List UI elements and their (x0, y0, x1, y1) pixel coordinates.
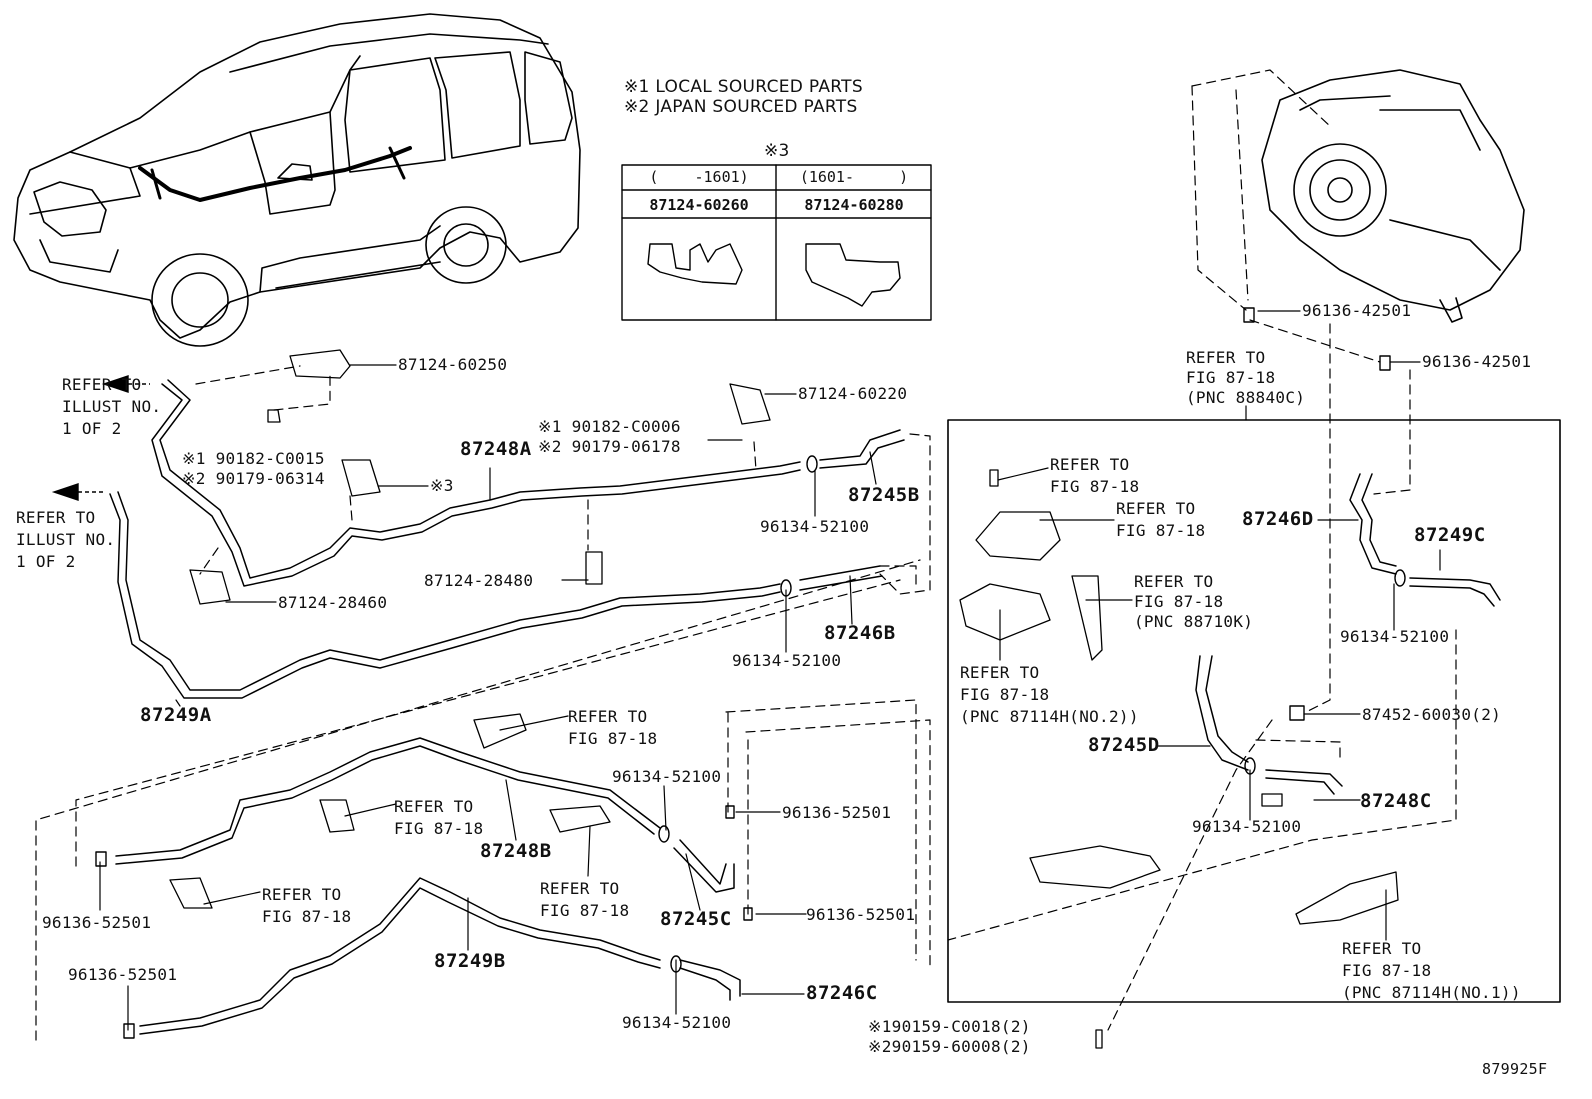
part-label-90182-c0015: ※1 90182-C0015 (182, 449, 325, 468)
part-label-87249a: 87249A (140, 704, 212, 726)
refer-fig-l3: REFER TO FIG 87-18 (540, 879, 630, 920)
table-part-col2: 87124-60280 (804, 196, 904, 214)
part-label-96136-52501-c: 96136-52501 (806, 905, 916, 924)
part-label-87245c: 87245C (660, 908, 732, 930)
part-label-87245b: 87245B (848, 484, 920, 506)
part-label-96134-52100-d: 96134-52100 (1192, 817, 1302, 836)
sub-assembly-frame (947, 419, 1561, 1003)
part-label-90159-c0018: ※190159-C0018(2) (868, 1017, 1031, 1036)
table-range-col2: (1601- ) (799, 168, 909, 186)
part-label-96136-52501-d: 96136-52501 (68, 965, 178, 984)
part-label-87248c: 87248C (1360, 790, 1432, 812)
part-label-x3: ※3 (430, 476, 454, 495)
table-range-col1: ( -1601) (649, 168, 749, 186)
part-label-90182-c0006: ※1 90182-C0006 (538, 417, 681, 436)
part-label-87246b: 87246B (824, 622, 896, 644)
part-label-87245d: 87245D (1088, 734, 1160, 756)
refer-illust-2: REFER TO ILLUST NO. 1 OF 2 (16, 508, 116, 571)
leader-lines (99, 310, 1441, 1031)
part-label-87124-28480: 87124-28480 (424, 571, 534, 590)
refer-fig-r2: REFER TO FIG 87-18 (1116, 499, 1206, 540)
part-label-87124-60250: 87124-60250 (398, 355, 508, 374)
note-local-sourced: ※1 LOCAL SOURCED PARTS (624, 77, 863, 97)
variant-table-lines (621, 164, 932, 321)
part-label-90179-06314: ※2 90179-06314 (182, 469, 325, 488)
part-label-90179-06178: ※2 90179-06178 (538, 437, 681, 456)
part-label-96134-52100-e: 96134-52100 (612, 767, 722, 786)
part-label-87124-60220: 87124-60220 (798, 384, 908, 403)
vehicle-illustration (13, 13, 581, 347)
arrows (51, 375, 150, 501)
refer-88840c: REFER TO FIG 87-18 (PNC 88840C) (1186, 348, 1306, 407)
refer-fig-l1: REFER TO FIG 87-18 (568, 707, 658, 748)
dashed-lines (35, 69, 1457, 1041)
part-label-87246d: 87246D (1242, 508, 1314, 530)
part-label-96136-52501-b: 96136-52501 (42, 913, 152, 932)
part-label-96136-42501-b: 96136-42501 (1422, 352, 1532, 371)
part-label-87124-28460: 87124-28460 (278, 593, 388, 612)
part-label-87452-60030: 87452-60030(2) (1362, 705, 1502, 724)
refer-illust-1: REFER TO ILLUST NO. 1 OF 2 (62, 375, 162, 438)
part-label-87248b: 87248B (480, 840, 552, 862)
part-sketches (169, 349, 1399, 1049)
refer-fig-l4: REFER TO FIG 87-18 (262, 885, 352, 926)
figure-id: 879925F (1482, 1060, 1548, 1078)
part-label-96134-52100-c: 96134-52100 (1340, 627, 1450, 646)
refer-fig-l2: REFER TO FIG 87-18 (394, 797, 484, 838)
part-label-96136-52501-a: 96136-52501 (782, 803, 892, 822)
hose-clamps (95, 307, 1406, 1039)
note-japan-sourced: ※2 JAPAN SOURCED PARTS (624, 97, 858, 117)
refer-87114h-no2: REFER TO FIG 87-18 (PNC 87114H(NO.2)) (960, 663, 1139, 726)
table-part-col1: 87124-60260 (649, 196, 749, 214)
part-label-96136-42501-a: 96136-42501 (1302, 301, 1412, 320)
part-label-87246c: 87246C (806, 982, 878, 1004)
part-label-87249c: 87249C (1414, 524, 1486, 546)
part-label-96134-52100-b: 96134-52100 (732, 651, 842, 670)
part-label-87249b: 87249B (434, 950, 506, 972)
hvac-unit (1261, 69, 1525, 323)
refer-87114h-no1: REFER TO FIG 87-18 (PNC 87114H(NO.1)) (1342, 939, 1521, 1002)
hoses (109, 379, 1501, 1035)
refer-88710k: REFER TO FIG 87-18 (PNC 88710K) (1134, 572, 1254, 631)
table-marker: ※3 (764, 141, 790, 161)
part-label-90159-60008: ※290159-60008(2) (868, 1037, 1031, 1056)
refer-fig-r1: REFER TO FIG 87-18 (1050, 455, 1140, 496)
part-label-87248a: 87248A (460, 438, 532, 460)
part-label-96134-52100-a: 96134-52100 (760, 517, 870, 536)
part-label-96134-52100-f: 96134-52100 (622, 1013, 732, 1032)
